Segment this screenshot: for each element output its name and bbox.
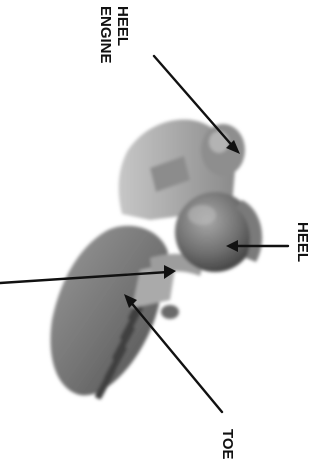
robot-foot-illustration (50, 119, 262, 399)
heel-engine-label-line1: HEEL (114, 6, 131, 46)
heel-engine-label: HEEL ENGINE (97, 6, 131, 64)
heel-ball-highlight (188, 205, 216, 225)
heel-engine-label-line2: ENGINE (97, 6, 114, 64)
toe-pivot (161, 305, 179, 319)
toe-label: TOE (219, 429, 236, 460)
heel-engine-highlight (209, 131, 229, 153)
heel-label: HEEL (294, 222, 311, 262)
